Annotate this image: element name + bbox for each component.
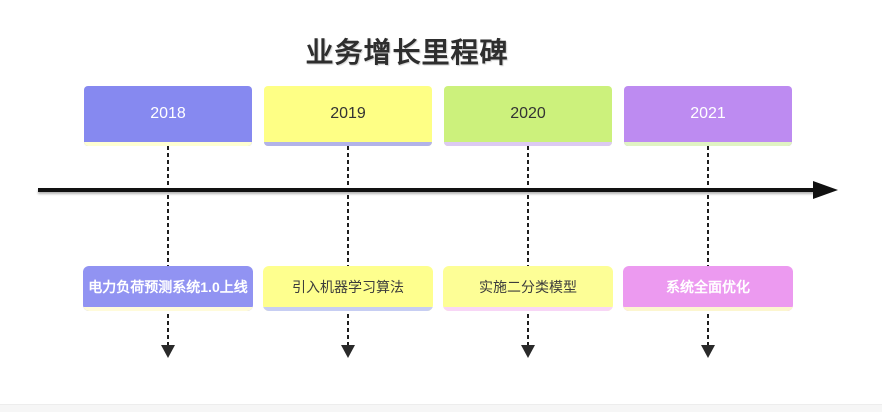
milestone-label-box: 系统全面优化 <box>623 266 793 311</box>
label-box-shadow-strip <box>443 307 613 311</box>
milestone-label: 实施二分类模型 <box>479 278 577 295</box>
year-box-shadow-strip <box>444 142 612 146</box>
year-box: 2020 <box>444 86 612 146</box>
label-box-shadow-strip <box>263 307 433 311</box>
milestone-label: 系统全面优化 <box>666 278 750 295</box>
milestone-label-box: 实施二分类模型 <box>443 266 613 311</box>
milestone-label-box: 引入机器学习算法 <box>263 266 433 311</box>
year-label: 2018 <box>150 105 186 122</box>
dashed-connector-line <box>167 146 169 345</box>
down-arrowhead-icon <box>341 345 355 358</box>
year-box-shadow-strip <box>84 142 252 146</box>
down-arrowhead-icon <box>701 345 715 358</box>
dashed-connector-line <box>347 146 349 345</box>
dashed-connector-line <box>527 146 529 345</box>
year-box: 2018 <box>84 86 252 146</box>
milestone-label: 电力负荷预测系统1.0上线 <box>88 278 248 295</box>
milestone-column: 2021 系统全面优化 <box>618 0 798 412</box>
year-box: 2021 <box>624 86 792 146</box>
year-box-shadow-strip <box>264 142 432 146</box>
year-label: 2019 <box>330 105 366 122</box>
milestone-label-box: 电力负荷预测系统1.0上线 <box>83 266 253 311</box>
timeline-axis-line <box>38 188 814 192</box>
year-label: 2021 <box>690 105 726 122</box>
milestone-column: 2018 电力负荷预测系统1.0上线 <box>78 0 258 412</box>
chart-title: 业务增长里程碑 <box>305 37 509 68</box>
year-label: 2020 <box>510 105 546 122</box>
milestone-label: 引入机器学习算法 <box>292 278 404 295</box>
milestone-column: 2019 引入机器学习算法 <box>258 0 438 412</box>
timeline-axis-arrowhead-icon <box>813 181 838 199</box>
year-box: 2019 <box>264 86 432 146</box>
year-box-shadow-strip <box>624 142 792 146</box>
dashed-connector-line <box>707 146 709 345</box>
label-box-shadow-strip <box>83 307 253 311</box>
down-arrowhead-icon <box>521 345 535 358</box>
down-arrowhead-icon <box>161 345 175 358</box>
bottom-edge-strip <box>0 404 882 412</box>
milestone-column: 2020 实施二分类模型 <box>438 0 618 412</box>
label-box-shadow-strip <box>623 307 793 311</box>
